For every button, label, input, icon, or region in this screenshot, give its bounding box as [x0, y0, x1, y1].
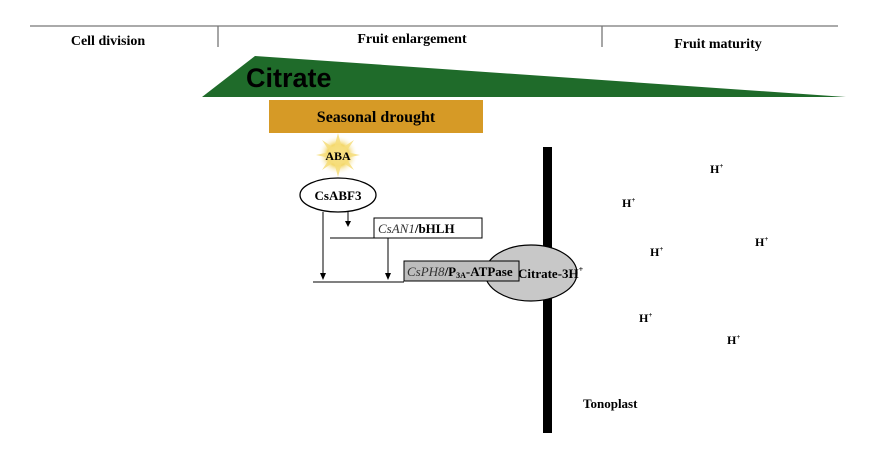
- tonoplast-label: Tonoplast: [583, 396, 638, 411]
- proton-label: H+: [650, 245, 663, 259]
- csph8-label: CsPH8/P3A-ATPase: [407, 264, 513, 280]
- regulation-arrows: [313, 212, 404, 283]
- drought-label: Seasonal drought: [317, 109, 436, 126]
- proton-label: H+: [727, 333, 740, 347]
- stage-cell-division: Cell division: [71, 34, 146, 49]
- stage-timeline: Cell division Fruit enlargement Fruit ma…: [30, 25, 838, 52]
- proton-labels: H+ H+ H+ H+ H+ H+: [622, 162, 768, 347]
- seasonal-drought-bar: Seasonal drought: [269, 100, 483, 133]
- citrate-wedge-shape: [202, 56, 846, 97]
- csan1-box-shape: [373, 217, 483, 239]
- csan1-protein: /bHLH: [414, 221, 455, 236]
- csph8-box: CsPH8/P3A-ATPase: [403, 260, 520, 282]
- csph8-box-shape: [403, 260, 520, 282]
- proton-label: H+: [622, 196, 635, 210]
- drought-bar-shape: [269, 100, 483, 133]
- transporter-label-main: Citrate-3H: [518, 266, 579, 281]
- proton-label: H+: [710, 162, 723, 176]
- csabf3-node: CsABF3: [299, 177, 377, 213]
- stage-fruit-enlargement: Fruit enlargement: [357, 32, 467, 47]
- csabf3-ellipse: [299, 177, 377, 213]
- aba-starburst: [316, 133, 360, 177]
- aba-signal: ABA: [316, 133, 360, 177]
- citrate-label: Citrate: [246, 63, 332, 93]
- csabf3-label: CsABF3: [315, 188, 362, 203]
- arrow-abf3-to-ph8-head: [320, 273, 326, 280]
- arrow-abf3-to-an1-head: [345, 221, 351, 227]
- transporter-label-sup: +: [579, 265, 584, 274]
- csph8-gene: CsPH8: [407, 264, 445, 279]
- csan1-gene: CsAN1: [378, 221, 415, 236]
- transporter-label: Citrate-3H+: [518, 265, 584, 281]
- aba-label: ABA: [325, 149, 351, 163]
- csph8-protein-prefix: /P: [444, 264, 457, 279]
- proton-label: H+: [639, 311, 652, 325]
- csph8-protein-suffix: -ATPase: [466, 264, 513, 279]
- proton-label: H+: [755, 235, 768, 249]
- citrate-wedge: Citrate: [202, 56, 846, 97]
- csan1-box: CsAN1/bHLH: [373, 217, 483, 239]
- arrow-an1-to-ph8-head: [385, 273, 391, 280]
- csph8-protein-sub: 3A: [456, 271, 466, 280]
- stage-fruit-maturity: Fruit maturity: [674, 37, 761, 52]
- csan1-label: CsAN1/bHLH: [378, 221, 455, 236]
